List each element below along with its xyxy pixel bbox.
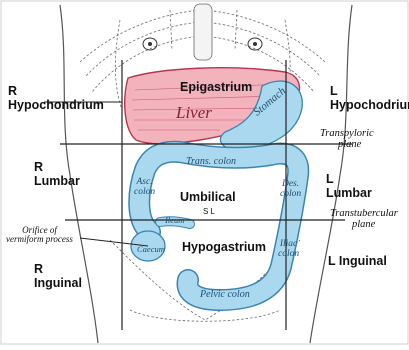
navel-label: S L [203, 207, 215, 216]
r-hypochondrium-label: R Hypochondrium [8, 84, 104, 113]
orifice-label: Orifice of vermiform process [6, 226, 73, 245]
liver-label: Liver [176, 104, 212, 121]
l-lumbar-label: L Lumbar [326, 172, 372, 201]
epigastrium-label: Epigastrium [180, 80, 252, 94]
iliac-colon-label: Iliac colon [278, 240, 299, 259]
pelvic-colon-label: Pelvic colon [200, 290, 250, 300]
sternum [143, 4, 262, 60]
transtubercular-plane-label: Transtubercular plane [330, 208, 398, 230]
asc-colon-label: Asc. colon [134, 178, 155, 197]
transpyloric-plane-label: Transpyloric plane [320, 128, 374, 150]
ileum-label: Ileum [165, 216, 184, 225]
umbilical-label: Umbilical [180, 190, 236, 204]
l-hypochondrium-label: L Hypochodrium [330, 84, 409, 113]
r-inguinal-label: R Inguinal [34, 262, 82, 291]
trans-colon-label: Trans. colon [186, 157, 236, 167]
caecum-label: Caecum [137, 245, 165, 254]
hypogastrium-label: Hypogastrium [182, 240, 266, 254]
des-colon-label: Des. colon [280, 180, 301, 199]
l-inguinal-label: L Inguinal [328, 254, 387, 268]
r-lumbar-label: R Lumbar [34, 160, 80, 189]
